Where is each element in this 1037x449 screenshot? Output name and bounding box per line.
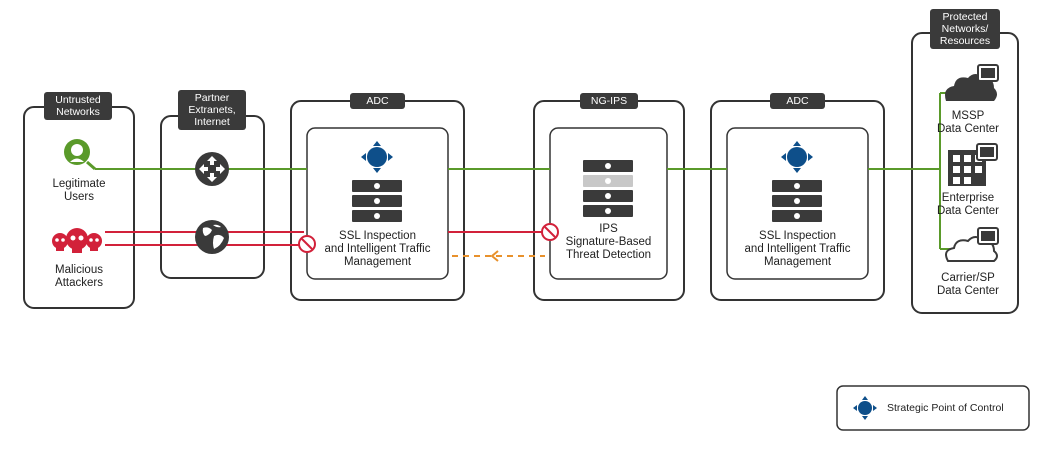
ngips-inner (549, 127, 668, 280)
user-icon (64, 139, 96, 171)
legitimate-users-label: Legitimate Users (52, 178, 106, 203)
server-stack-icon (352, 180, 402, 222)
carrier-data-center-label: Carrier/SP Data Center (936, 272, 999, 297)
control-point-icon (853, 396, 877, 420)
cloud-outline-icon (945, 227, 999, 262)
adc-left-inner (306, 127, 449, 280)
globe-icon (195, 220, 229, 254)
control-point-icon (361, 141, 393, 173)
adc-left-tag: ADC (350, 93, 405, 109)
control-point-icon (781, 141, 813, 173)
server-stack-icon (772, 180, 822, 222)
adc-right-inner (726, 127, 869, 280)
block-icon (298, 235, 316, 253)
mssp-data-center-label: MSSP Data Center (936, 110, 999, 135)
protected-networks-tag: Protected Networks/ Resources (930, 9, 1000, 49)
feedback-arrow-head (490, 250, 499, 262)
malicious-attackers-label: Malicious Attackers (55, 264, 103, 289)
enterprise-data-center-label: Enterprise Data Center (936, 192, 999, 217)
adc-left-caption: SSL Inspection and Intelligent Traffic M… (324, 230, 431, 268)
adc-right-tag: ADC (770, 93, 825, 109)
server-stack-icon (583, 160, 633, 217)
ngips-caption: IPS Signature-Based Threat Detection (565, 223, 652, 261)
block-icon (541, 223, 559, 241)
adc-right-caption: SSL Inspection and Intelligent Traffic M… (744, 230, 851, 268)
legend-box (836, 385, 1030, 431)
ngips-tag: NG-IPS (580, 93, 638, 109)
partner-extranets-tag: Partner Extranets, Internet (178, 90, 246, 130)
cloud-icon (945, 64, 999, 101)
legend-label: Strategic Point of Control (887, 402, 1004, 414)
router-icon (195, 152, 229, 186)
untrusted-networks-tag: Untrusted Networks (44, 92, 112, 120)
building-icon (948, 143, 998, 186)
skull-icon (52, 228, 102, 253)
